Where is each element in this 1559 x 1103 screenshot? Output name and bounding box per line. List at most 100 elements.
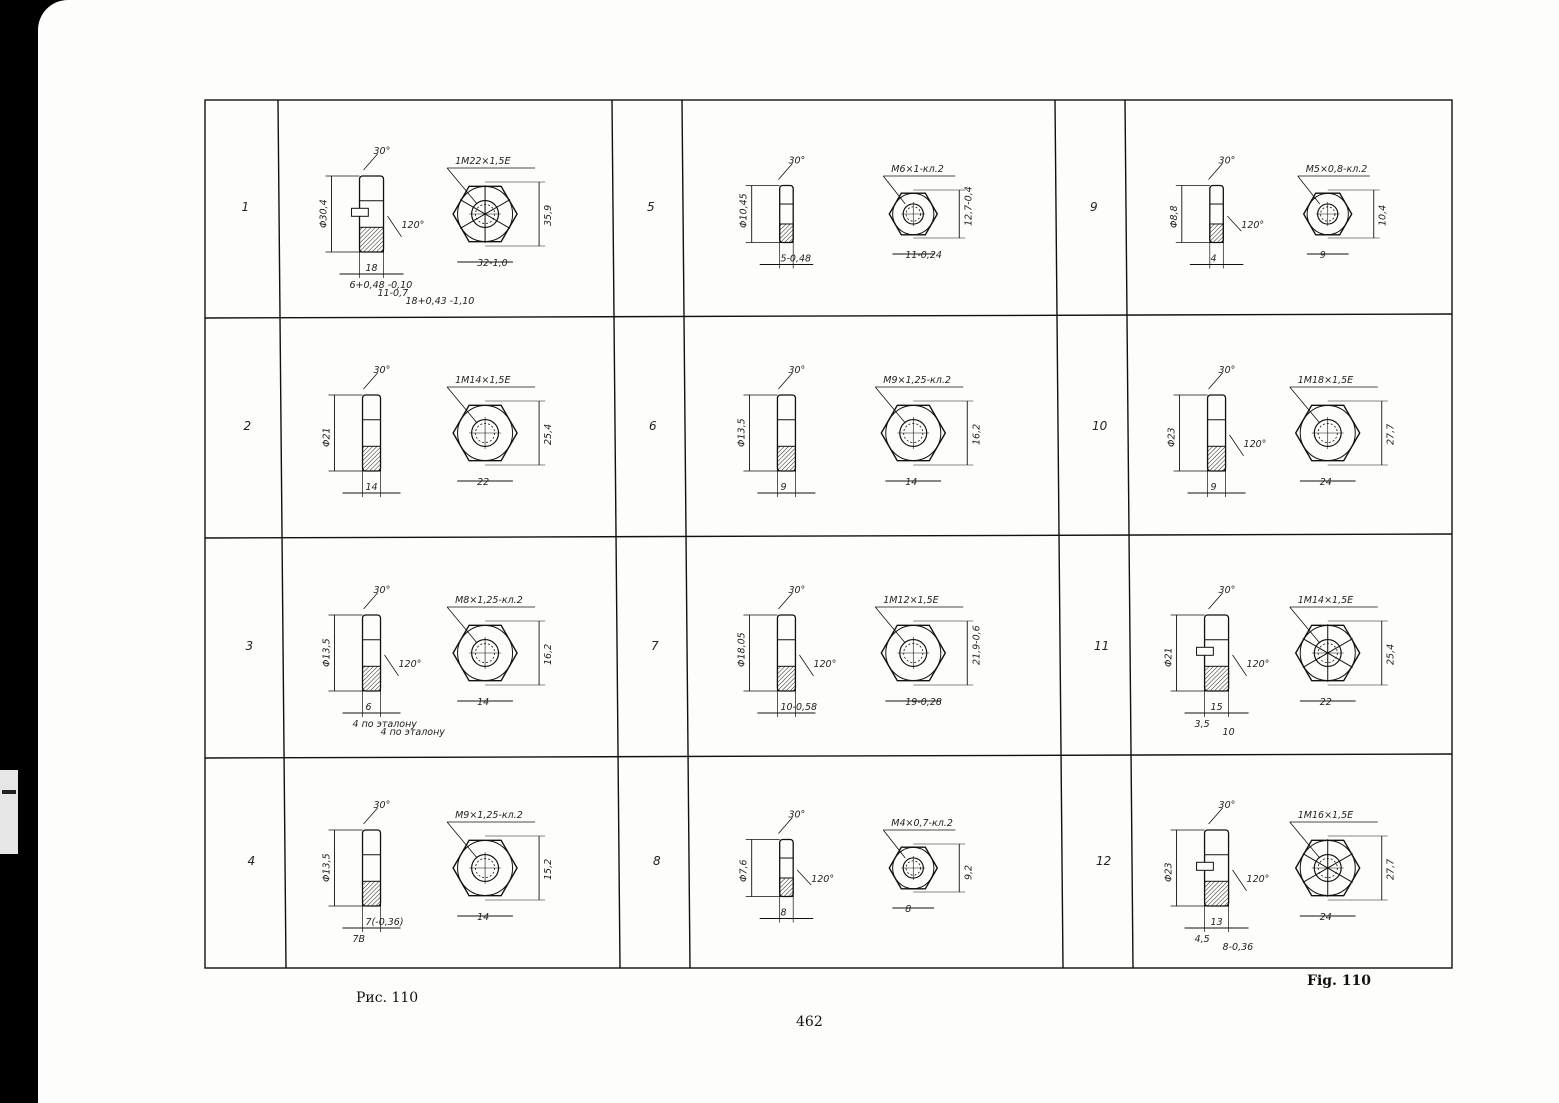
diameter-label: Φ10,45 — [739, 193, 750, 228]
extra-dim-label: 7В — [353, 934, 366, 945]
extra-dim-label: 18+0,43 -1,10 — [406, 296, 475, 307]
angle2-leader — [387, 215, 402, 238]
chamfer-circle — [457, 839, 514, 897]
thread-leader — [1289, 386, 1321, 424]
thread-leader — [446, 606, 478, 644]
extra-dim-label: 10 — [1223, 727, 1235, 738]
nut-number: 8 — [653, 854, 661, 868]
flats-label: 14 — [905, 477, 917, 488]
flats-label: 8 — [905, 904, 911, 915]
corners-label: 35,9 — [543, 205, 554, 226]
thread-label: M4×0,7-кл.2 — [891, 818, 953, 829]
flats-label: 24 — [1320, 477, 1332, 488]
hex-outline — [452, 185, 518, 243]
slot — [351, 207, 369, 217]
thread-leader — [446, 167, 478, 205]
angle-label: 30° — [1219, 800, 1236, 811]
section-hatch — [362, 880, 382, 907]
document-page — [38, 0, 1559, 1103]
hex-outline — [452, 624, 518, 682]
corners-label: 27,7 — [1386, 859, 1397, 880]
thread-label: 1M12×1,5E — [883, 595, 938, 606]
flats-label: 24 — [1320, 912, 1332, 923]
hex-outline — [888, 846, 939, 890]
column-line — [611, 99, 621, 969]
height-label: 8 — [780, 908, 786, 919]
height-label: 14 — [366, 482, 378, 493]
thread-leader — [446, 821, 478, 859]
angle-leader — [1208, 372, 1223, 390]
extra-dim-label: 4 по эталону — [353, 719, 418, 730]
diameter-label: Φ8,8 — [1169, 205, 1180, 228]
section-hatch — [1204, 880, 1230, 907]
column-line — [681, 99, 691, 969]
height-label: 5-0,48 — [780, 254, 811, 265]
angle2-label: 120° — [1241, 220, 1264, 231]
scan-edge-mark — [0, 770, 18, 854]
angle-label: 30° — [1219, 585, 1236, 596]
chamfer-circle — [892, 846, 935, 890]
angle-label: 30° — [374, 365, 391, 376]
corners-label: 21,9-0,6 — [971, 625, 982, 665]
angle2-label: 120° — [1244, 439, 1267, 450]
caption-right: Fig. 110 — [1307, 973, 1372, 989]
row-line — [204, 753, 1453, 759]
corners-label: 27,7 — [1386, 424, 1397, 445]
hex-outline — [1294, 624, 1361, 682]
castle-slot-line — [1302, 853, 1353, 883]
chamfer-circle — [885, 624, 942, 682]
thread-leader — [446, 386, 478, 424]
angle2-label: 120° — [1247, 874, 1270, 885]
angle2-leader — [1227, 215, 1242, 232]
hex-outline — [888, 192, 939, 236]
chamfer-circle — [892, 192, 935, 236]
angle-label: 30° — [1219, 156, 1236, 167]
nut-number: 5 — [647, 200, 655, 214]
thread-leader — [1297, 175, 1321, 205]
chamfer-circle — [457, 404, 514, 462]
row-line — [204, 313, 1453, 319]
angle-label: 30° — [374, 146, 391, 157]
angle-label: 30° — [788, 810, 805, 821]
height-label: 6 — [366, 702, 372, 713]
section-hatch — [776, 445, 796, 472]
angle2-label: 120° — [399, 659, 422, 670]
corners-label: 16,2 — [971, 424, 982, 445]
diameter-label: Φ21 — [1164, 647, 1175, 667]
corners-label: 10,4 — [1378, 205, 1389, 226]
extra-dim-label: 6+0,48 -0,10 — [350, 280, 413, 291]
corners-label: 9,2 — [963, 865, 974, 880]
caption-left: Рис. 110 — [356, 990, 419, 1006]
thread-label: 1M18×1,5E — [1298, 375, 1353, 386]
nut-number: 1 — [242, 200, 250, 214]
row-line — [204, 533, 1453, 539]
angle2-leader — [796, 869, 812, 886]
angle-label: 30° — [1219, 365, 1236, 376]
hex-outline — [880, 404, 947, 462]
extra-dim-label: 3,5 — [1195, 719, 1210, 730]
section-hatch — [362, 665, 382, 692]
thread-label: 1M22×1,5E — [455, 156, 510, 167]
angle-leader — [1208, 163, 1223, 180]
flats-label: 22 — [477, 477, 489, 488]
corners-label: 25,4 — [543, 424, 554, 445]
section-hatch — [1209, 223, 1224, 244]
diameter-label: Φ18,05 — [736, 632, 747, 667]
